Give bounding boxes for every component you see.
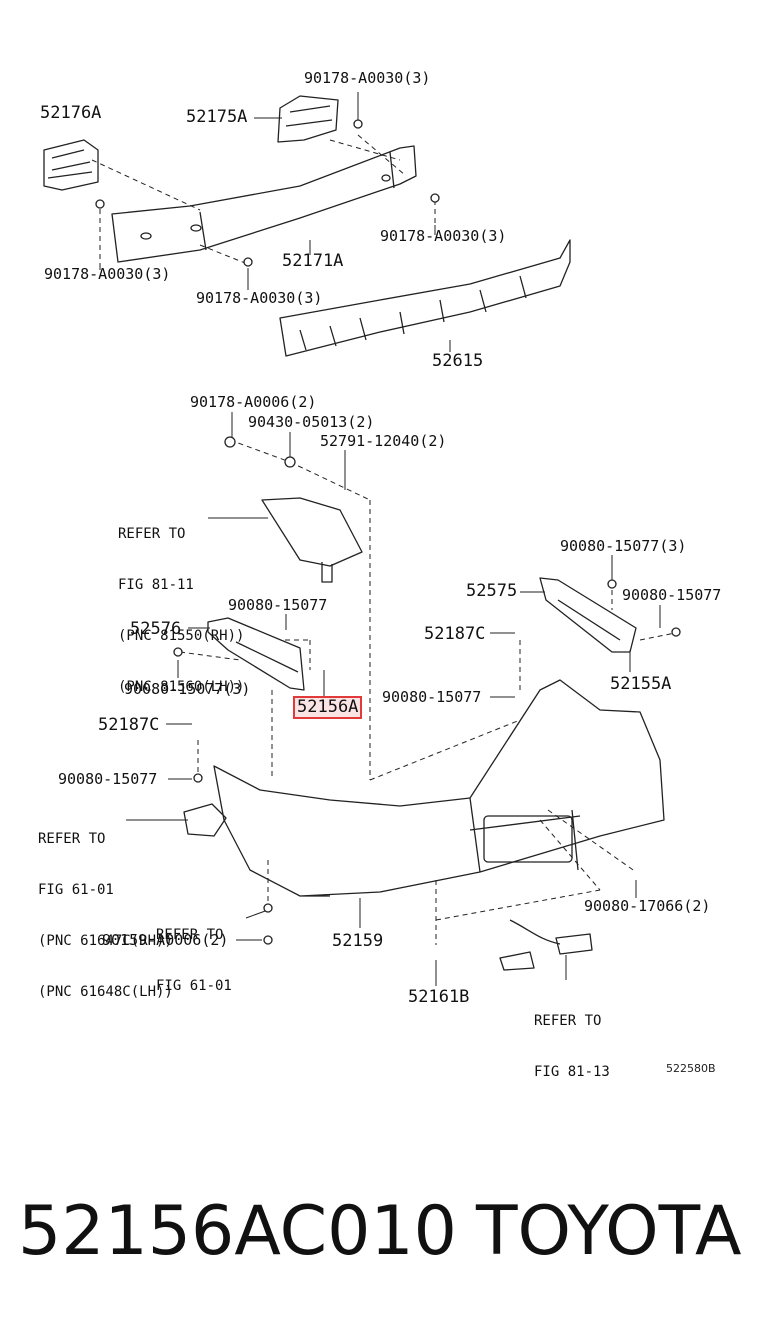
label-52615: 52615 xyxy=(432,351,484,371)
label-90080-17066: 90080-17066(2) xyxy=(584,897,711,915)
reflector-lamp xyxy=(183,803,227,837)
label-52791-12040: 52791-12040(2) xyxy=(320,432,447,450)
label-90080-15077-3-right: 90080-15077(3) xyxy=(560,537,687,555)
ref-line: (PNC 81560(LH)) xyxy=(118,679,245,695)
ref-line: FIG 81-13 xyxy=(534,1064,610,1080)
label-52187c-left: 52187C xyxy=(98,715,160,735)
footer-caption: 52156AC010 TOYOTA xyxy=(18,1192,748,1282)
label-52175a: 52175A xyxy=(186,107,248,127)
ref-line: (PNC 61647C(RH)) xyxy=(38,933,173,949)
brand-name: TOYOTA xyxy=(476,1192,742,1271)
bracket-52175a xyxy=(277,95,339,143)
retainer-52575 xyxy=(539,577,637,653)
label-90080-15077-3-left: 90080-15077(3) xyxy=(124,680,251,698)
ref-clip: REFER TO FIG 61-01 xyxy=(156,893,232,1029)
label-90178-a0030-right: 90178-A0030(3) xyxy=(380,227,507,245)
ref-license-lamp: REFER TO FIG 81-13 xyxy=(534,979,610,1115)
license-lamp-harness xyxy=(499,919,593,971)
ref-line: REFER TO xyxy=(118,526,186,542)
bracket-52176a xyxy=(43,139,99,191)
diagram-drawing xyxy=(43,92,681,986)
ref-line: REFER TO xyxy=(534,1013,602,1029)
label-52171a: 52171A xyxy=(282,251,344,271)
reinforcement-52171a xyxy=(111,145,417,263)
label-90430-05013: 90430-05013(2) xyxy=(248,413,375,431)
tail-lamp xyxy=(261,497,363,583)
label-52187c-right: 52187C xyxy=(424,624,486,644)
ref-reflector: REFER TO FIG 61-01 (PNC 61647C(RH)) (PNC… xyxy=(38,797,173,1035)
bumper-cover-52159 xyxy=(213,679,665,897)
dashed-leaders xyxy=(91,134,681,945)
label-52159: 52159 xyxy=(332,931,384,951)
label-90178-a0030-mid: 90178-A0030(3) xyxy=(196,289,323,307)
part-number: 52156AC010 xyxy=(18,1192,457,1271)
label-52156a-highlighted[interactable]: 52156A xyxy=(293,696,363,719)
label-90178-a0030-left: 90178-A0030(3) xyxy=(44,265,171,283)
label-90080-15077-center: 90080-15077 xyxy=(382,688,482,706)
parts-diagram: 52176A 52175A 90178-A0030(3) 90178-A0030… xyxy=(38,69,722,1081)
diagram-code: 522580B xyxy=(666,1062,716,1075)
label-90080-15077-upper: 90080-15077 xyxy=(228,596,328,614)
label-90080-15077-left: 90080-15077 xyxy=(58,770,158,788)
label-52161b: 52161B xyxy=(408,987,470,1007)
label-52155a: 52155A xyxy=(610,674,672,694)
ref-line: FIG 61-01 xyxy=(156,978,232,994)
label-90178-a0006: 90178-A0006(2) xyxy=(190,393,317,411)
label-52176a: 52176A xyxy=(40,103,102,123)
ref-line: FIG 61-01 xyxy=(38,882,114,898)
ref-line: (PNC 61648C(LH)) xyxy=(38,984,173,1000)
label-90159-a0006: 90159-A0006(2) xyxy=(102,931,229,949)
solid-leaders xyxy=(99,92,661,986)
ref-tail-lamp: REFER TO FIG 81-11 (PNC 81550(RH)) (PNC … xyxy=(118,492,244,730)
label-90080-15077-right: 90080-15077 xyxy=(622,586,722,604)
label-52575: 52575 xyxy=(466,581,518,601)
ref-line: REFER TO xyxy=(156,927,224,943)
label-90178-a0030-top: 90178-A0030(3) xyxy=(304,69,431,87)
ref-line: (PNC 81550(RH)) xyxy=(118,628,245,644)
label-52576: 52576 xyxy=(130,619,182,639)
absorber-52615 xyxy=(279,239,571,357)
ref-line: FIG 81-11 xyxy=(118,577,194,593)
retainer-52576 xyxy=(207,617,305,691)
nuts xyxy=(95,119,681,945)
ref-line: REFER TO xyxy=(38,831,106,847)
